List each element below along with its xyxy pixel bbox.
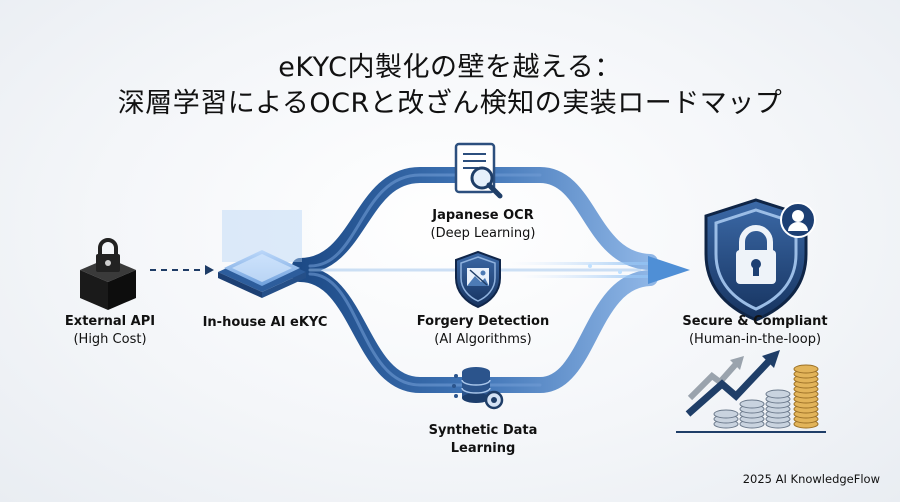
shield-image-icon — [455, 250, 501, 309]
forgery-sub: (AI Algorithms) — [434, 332, 532, 347]
external-api-label: External API (High Cost) — [50, 313, 170, 349]
arrow-head — [648, 256, 690, 284]
secure-label: Secure & Compliant (Human-in-the-loop) — [670, 313, 840, 349]
credit-text: 2025 AI KnowledgeFlow — [742, 472, 880, 486]
ocr-label: Japanese OCR (Deep Learning) — [408, 207, 558, 243]
user-badge-icon — [780, 202, 816, 238]
synthetic-label: Synthetic Data Learning — [408, 422, 558, 458]
external-api-sub: (High Cost) — [73, 332, 147, 347]
external-api-title: External API — [64, 314, 156, 329]
page-title: eKYC内製化の壁を越える： 深層学習によるOCRと改ざん検知の実装ロードマップ — [0, 50, 900, 122]
platform-icon — [218, 210, 306, 298]
database-gear-icon — [452, 367, 504, 410]
locked-cube-icon — [80, 238, 136, 310]
forgery-title: Forgery Detection — [416, 314, 550, 329]
forgery-label: Forgery Detection (AI Algorithms) — [398, 313, 568, 349]
inhouse-title: In-house AI eKYC — [202, 315, 328, 330]
ocr-sub: (Deep Learning) — [430, 226, 536, 241]
flow-pipes — [292, 167, 658, 393]
title-line-1: eKYC内製化の壁を越える： — [278, 52, 622, 83]
title-line-2: 深層学習によるOCRと改ざん検知の実装ロードマップ — [117, 88, 783, 119]
secure-title: Secure & Compliant — [682, 314, 828, 329]
document-search-icon — [454, 142, 503, 199]
dashed-connector — [150, 265, 214, 275]
secure-sub: (Human-in-the-loop) — [688, 332, 822, 347]
synthetic-title: Synthetic Data — [428, 423, 538, 438]
ocr-title: Japanese OCR — [432, 208, 534, 223]
synthetic-title-2: Learning — [450, 441, 516, 456]
inhouse-label: In-house AI eKYC — [190, 314, 340, 332]
secure-shield-icon — [704, 198, 808, 322]
growth-coins-icon — [676, 350, 826, 433]
